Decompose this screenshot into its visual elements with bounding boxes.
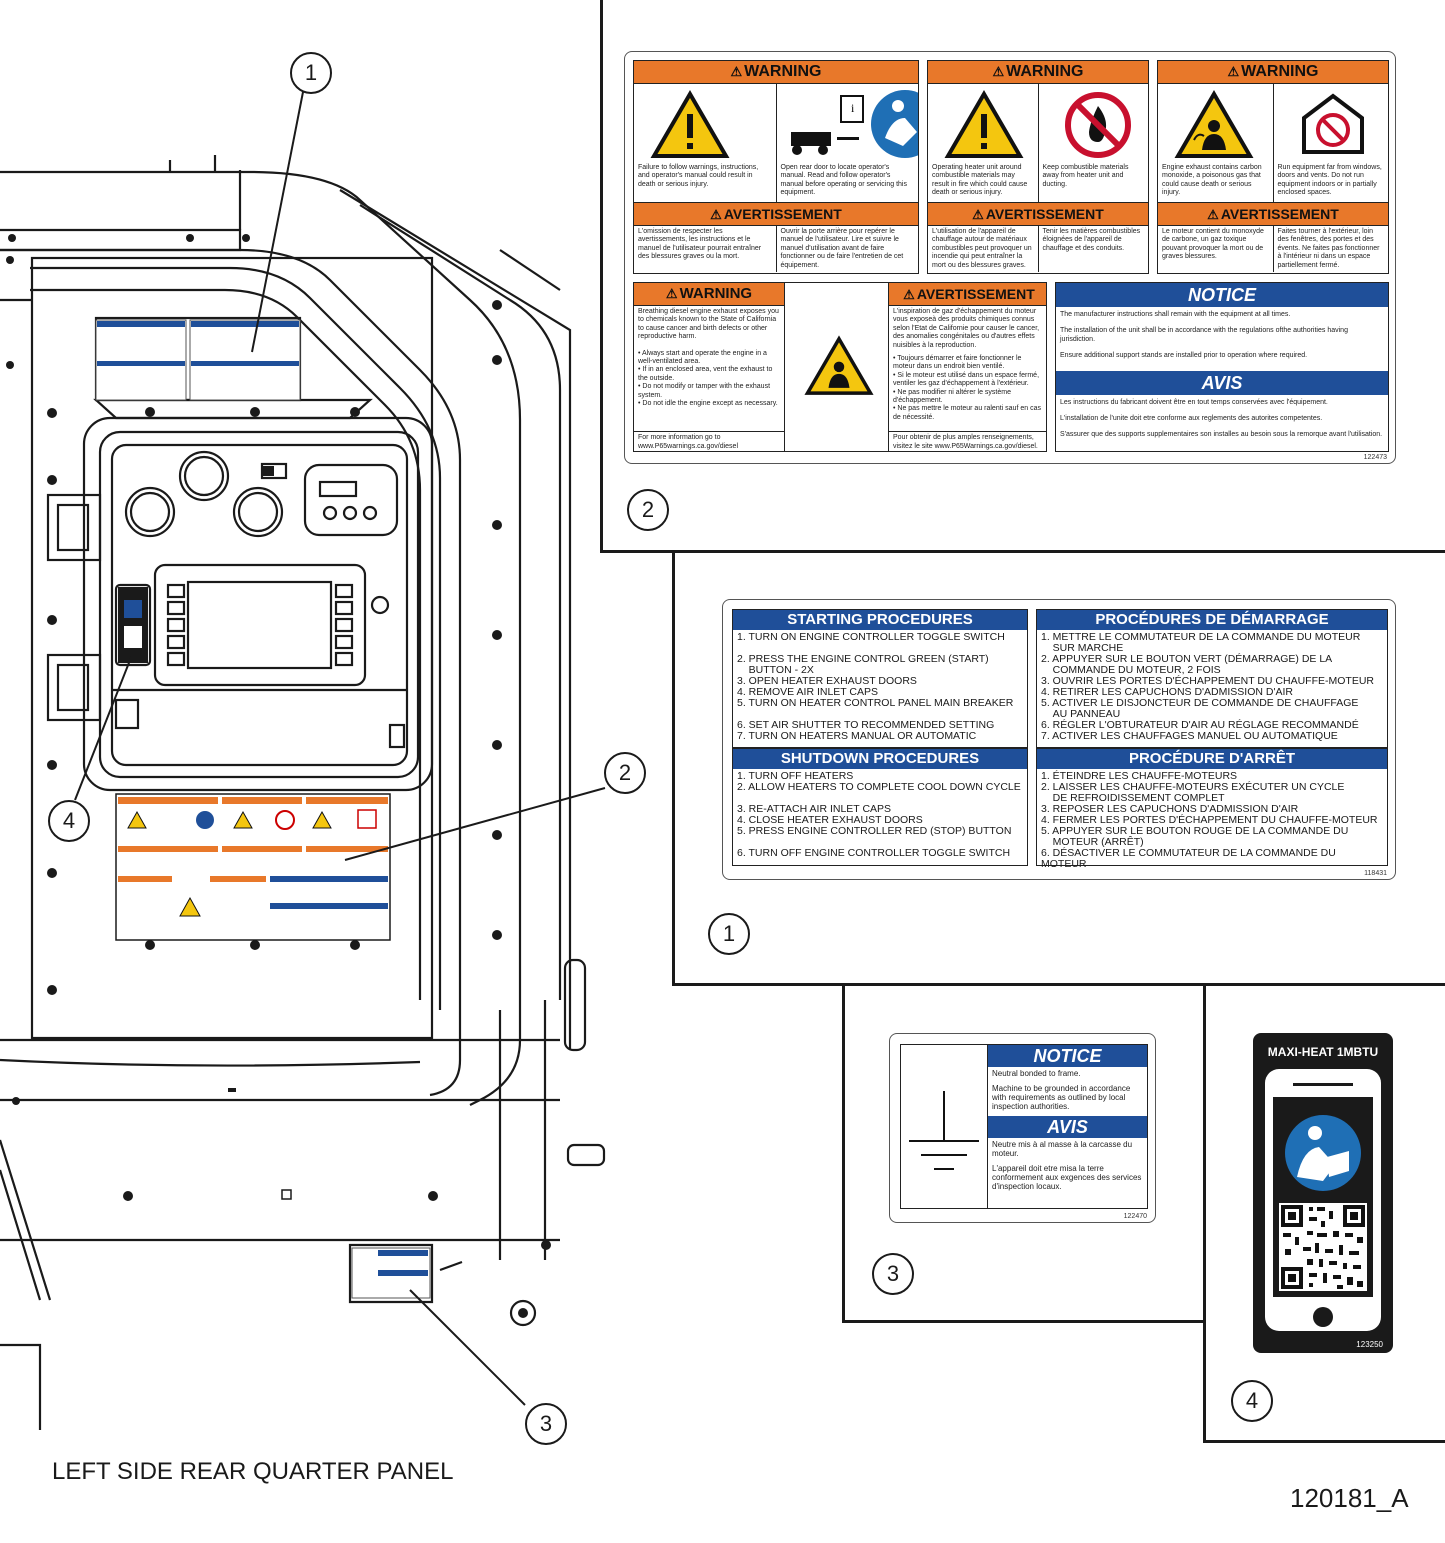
svg-text:i: i (851, 101, 855, 115)
qr-code-icon (1279, 1203, 1367, 1291)
warning-block-combustible: ⚠WARNING Operating heater unit around co… (927, 60, 1149, 274)
warning-header: ⚠WARNING (928, 61, 1148, 84)
notice-avis-block: NOTICE The manufacturer instructions sha… (1055, 282, 1389, 452)
no-indoor-icon (1301, 93, 1364, 154)
avertissement-header: ⚠AVERTISSEMENT (928, 202, 1148, 226)
part-number: 118431 (1364, 870, 1387, 877)
part-number: 123250 (1356, 1340, 1383, 1349)
decal-1-procedures-label: STARTING PROCEDURES 1. TURN ON ENGINE CO… (722, 599, 1396, 880)
part-number: 122470 (1123, 1213, 1147, 1220)
phone-outline (1265, 1069, 1381, 1331)
read-manual-icon: i (790, 90, 918, 158)
ground-symbol-icon (909, 1045, 988, 1208)
avertissement-header: ⚠AVERTISSEMENT (1158, 202, 1388, 226)
warning-triangle-icon (650, 90, 730, 158)
no-flame-icon (1064, 92, 1131, 158)
decal-4-qr-label: MAXI-HEAT 1MBTU 123250 (1253, 1033, 1393, 1353)
read-manual-icon (1285, 1115, 1361, 1191)
drawing-number: 120181_A (1290, 1483, 1409, 1513)
exhaust-hazard-icon (804, 335, 874, 395)
callout-3: 3 (525, 1403, 567, 1445)
starting-procedures-fr: PROCÉDURES DE DÉMARRAGE 1. METTRE LE COM… (1036, 609, 1388, 748)
detail-callout-4: 4 (1231, 1380, 1273, 1422)
callout-2: 2 (604, 752, 646, 794)
warning-triangle-icon: ⚠ (730, 64, 743, 79)
warning-block-manual: ⚠WARNING Failure to follow warnings, ins… (633, 60, 919, 274)
warning-header: ⚠WARNING (634, 61, 918, 84)
detail-callout-2: 2 (627, 489, 669, 531)
detail-callout-3: 3 (872, 1253, 914, 1295)
qr-label-title: MAXI-HEAT 1MBTU (1267, 1045, 1379, 1059)
callout-4: 4 (48, 800, 90, 842)
part-number: 122473 (1363, 454, 1387, 461)
drawing-caption: LEFT SIDE REAR QUARTER PANEL (52, 1458, 454, 1485)
decal-2-warning-label: ⚠WARNING Failure to follow warnings, ins… (624, 51, 1396, 464)
shutdown-procedures-fr: PROCÉDURE D'ARRÊT 1. ÉTEINDRE LES CHAUFF… (1036, 748, 1388, 870)
decal-3-ground-label: NOTICE Neutral bonded to frame. Machine … (889, 1033, 1156, 1223)
avertissement-header: ⚠AVERTISSEMENT (634, 202, 918, 226)
warning-block-carbon-monoxide: ⚠WARNING Engine exhaust contains carbon … (1157, 60, 1389, 274)
machine-side-panel-drawing (0, 91, 606, 1430)
starting-procedures-en: STARTING PROCEDURES 1. TURN ON ENGINE CO… (732, 609, 1028, 748)
warning-triangle-icon (944, 90, 1024, 158)
callout-1: 1 (290, 52, 332, 94)
prop65-warning-block: ⚠WARNING Breathing diesel engine exhaust… (633, 282, 1047, 452)
exhaust-hazard-icon (1174, 90, 1254, 158)
warning-header: ⚠WARNING (1158, 61, 1388, 84)
shutdown-procedures-en: SHUTDOWN PROCEDURES 1. TURN OFF HEATERS … (732, 748, 1028, 866)
detail-callout-1: 1 (708, 913, 750, 955)
